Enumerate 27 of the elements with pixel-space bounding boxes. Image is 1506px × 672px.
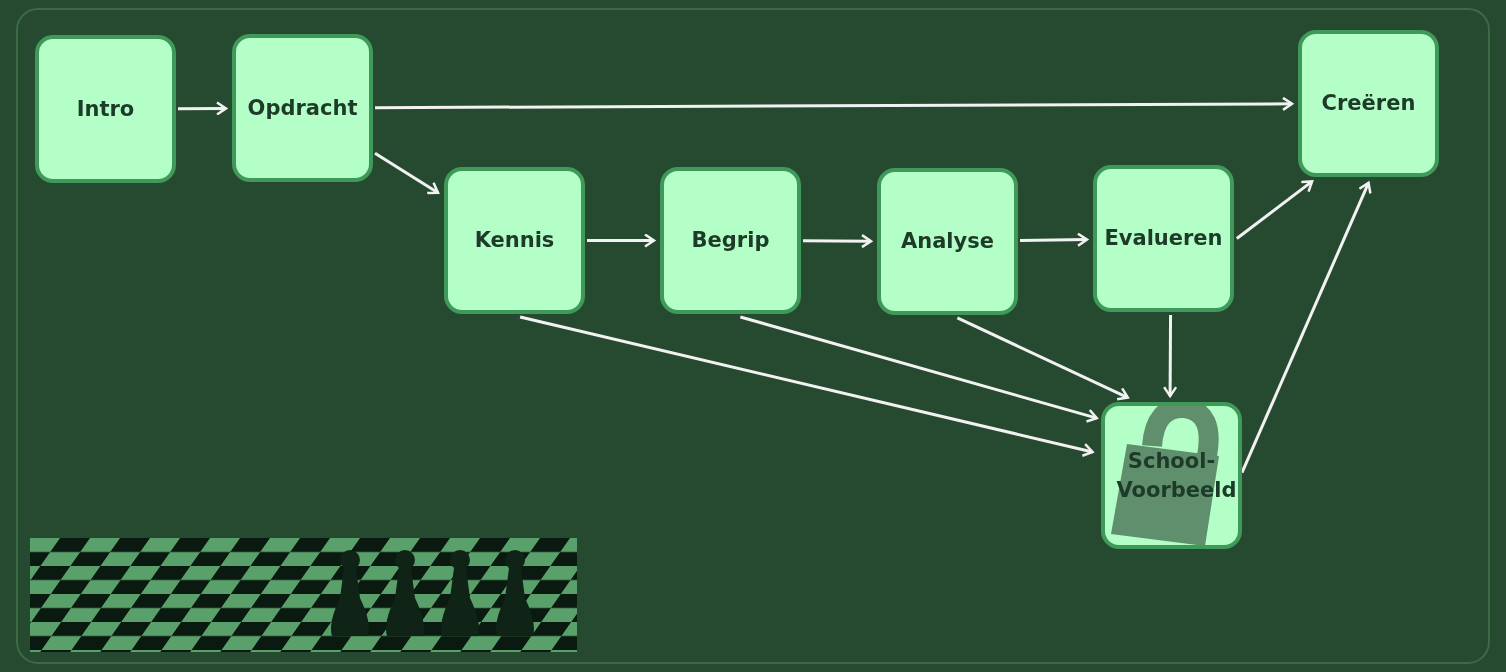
step-box — [1298, 30, 1439, 177]
step-box — [1093, 165, 1234, 312]
step-box — [660, 167, 801, 314]
arrow — [739, 315, 1098, 423]
step-box — [35, 35, 176, 183]
step-label: Kennis — [473, 227, 556, 255]
step-box — [877, 168, 1018, 315]
arrow — [178, 101, 228, 116]
step-label: Creëren — [1320, 90, 1417, 118]
arrow — [375, 96, 1294, 112]
step-label: Intro — [75, 95, 136, 123]
step-label: Opdracht — [246, 94, 359, 122]
step-label: Analyse — [900, 228, 995, 256]
step-box — [232, 34, 373, 182]
arrow — [803, 233, 873, 249]
arrow — [1019, 232, 1089, 247]
step-label: Evalueren — [1103, 225, 1224, 253]
arrow — [1162, 314, 1178, 398]
step-box — [444, 167, 585, 314]
step-label: Begrip — [690, 227, 771, 255]
arrow — [587, 233, 656, 248]
arrow — [519, 315, 1094, 457]
arrow — [1240, 181, 1372, 474]
arrow — [374, 152, 440, 195]
arrow — [956, 316, 1130, 401]
step-box — [1101, 402, 1242, 549]
arrow — [1235, 180, 1314, 240]
